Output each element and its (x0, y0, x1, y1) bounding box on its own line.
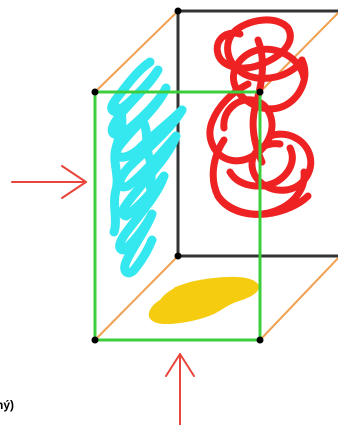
vertex-front-top-left (92, 89, 99, 96)
vertex-front-bottom-right (257, 337, 264, 344)
vertex-back-top-left (175, 8, 182, 15)
yellow-scribble (149, 277, 259, 324)
caption-text: ný) (0, 398, 14, 412)
view-arrow-left (12, 166, 86, 198)
view-arrow-bottom (166, 354, 194, 425)
vertex-back-bottom-left (175, 253, 182, 260)
depth-edge-bottom-right (260, 254, 338, 340)
cyan-scribble (112, 62, 182, 273)
vertex-front-top-right (257, 89, 264, 96)
vertex-front-bottom-left (92, 337, 99, 344)
